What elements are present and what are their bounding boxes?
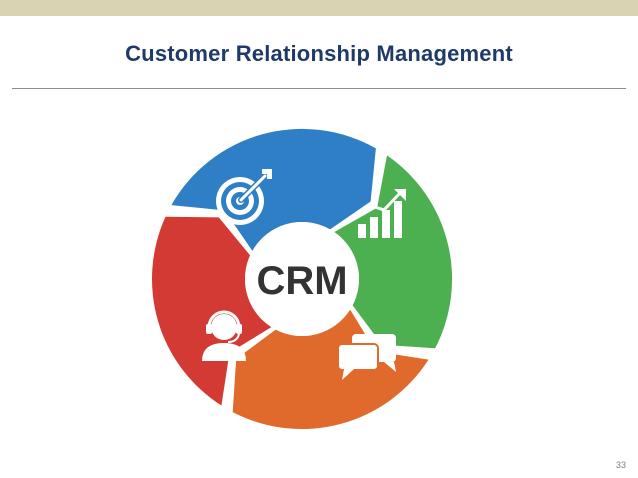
center-label: CRM (256, 259, 347, 303)
growth-chart-icon (356, 189, 406, 238)
page-number: 33 (615, 460, 626, 470)
segment-communication (232, 309, 429, 430)
slide-title: Customer Relationship Management (125, 41, 513, 66)
crm-cycle-diagram: CRM (147, 124, 457, 434)
center-circle (245, 222, 359, 336)
chat-bubbles-icon (337, 334, 396, 380)
segment-growth (334, 155, 453, 349)
segment-target (171, 128, 376, 251)
headset-agent-icon (202, 310, 246, 361)
target-icon (216, 169, 272, 225)
title-divider (12, 88, 626, 89)
segment-support (151, 216, 272, 406)
top-band (0, 0, 638, 16)
